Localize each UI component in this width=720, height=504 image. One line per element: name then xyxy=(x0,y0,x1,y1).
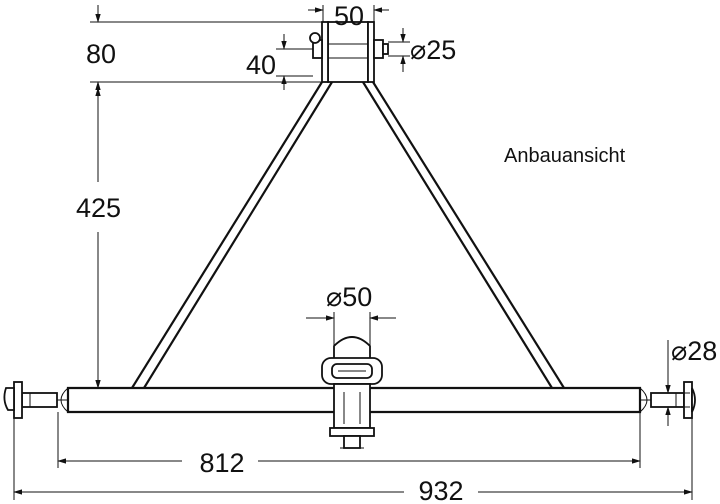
dimension-hitch-diameter xyxy=(306,312,396,345)
dim-lower-pin-diameter: ⌀28 xyxy=(671,336,717,366)
dim-top-pin-diameter: ⌀25 xyxy=(410,35,456,65)
dim-inner-width: 812 xyxy=(199,448,244,478)
dim-top-pin-offset: 40 xyxy=(246,50,276,80)
dimension-top-width xyxy=(308,5,389,22)
right-lower-pin xyxy=(650,381,696,419)
dimension-pin-offset xyxy=(276,34,313,90)
dimension-lower-pin-diameter xyxy=(662,340,690,426)
dim-top-height: 80 xyxy=(86,39,116,69)
dim-overall-width: 932 xyxy=(418,476,463,504)
hitch-coupling xyxy=(321,336,383,449)
dimension-inner-width xyxy=(57,412,641,468)
a-frame xyxy=(131,81,565,389)
left-lower-pin xyxy=(3,381,58,419)
dimension-overall-width xyxy=(13,418,693,500)
dimension-frame-height xyxy=(90,87,132,389)
dim-hitch-diameter: ⌀50 xyxy=(326,282,372,312)
top-link-bracket xyxy=(309,21,389,83)
dim-frame-height: 425 xyxy=(76,193,121,223)
dim-top-pin-width: 50 xyxy=(334,1,364,31)
view-label: Anbauansicht xyxy=(504,145,626,167)
dimension-top-pin-diameter xyxy=(388,28,410,72)
